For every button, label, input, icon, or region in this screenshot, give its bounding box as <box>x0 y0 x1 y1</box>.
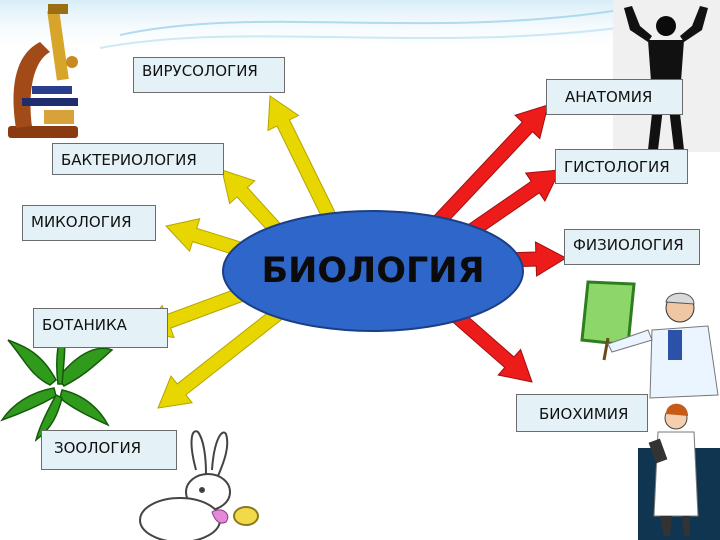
branch-mycology-label: МИКОЛОГИЯ <box>31 213 132 231</box>
plant-icon <box>0 324 114 442</box>
branch-biochemistry: БИОХИМИЯ <box>516 394 648 432</box>
arrow-virology <box>267 95 337 222</box>
branch-anatomy-label: АНАТОМИЯ <box>565 88 653 106</box>
arrow-zoology <box>157 297 296 409</box>
branch-physiology-label: ФИЗИОЛОГИЯ <box>573 236 684 254</box>
arrow-anatomy <box>432 104 549 228</box>
arrow-histology <box>465 169 561 239</box>
microscope-icon <box>8 4 78 138</box>
branch-histology: ГИСТОЛОГИЯ <box>555 149 688 184</box>
person-silhouette-icon <box>613 0 720 152</box>
branch-bacteriology: БАКТЕРИОЛОГИЯ <box>52 143 224 175</box>
center-label: БИОЛОГИЯ <box>261 251 484 291</box>
arrows-right <box>432 104 568 383</box>
branch-virology: ВИРУСОЛОГИЯ <box>133 57 285 93</box>
background-waves <box>0 0 720 55</box>
branch-zoology: ЗООЛОГИЯ <box>41 430 177 470</box>
teacher-icon <box>580 280 719 399</box>
branch-histology-label: ГИСТОЛОГИЯ <box>564 158 670 176</box>
branch-bacteriology-label: БАКТЕРИОЛОГИЯ <box>61 151 197 169</box>
branch-biochemistry-label: БИОХИМИЯ <box>539 405 629 423</box>
branch-botany: БОТАНИКА <box>33 308 168 348</box>
branch-mycology: МИКОЛОГИЯ <box>22 205 156 241</box>
branch-botany-label: БОТАНИКА <box>42 316 127 334</box>
branch-physiology: ФИЗИОЛОГИЯ <box>564 229 700 265</box>
doctor-icon <box>638 403 720 540</box>
center-ellipse <box>222 210 524 332</box>
branch-anatomy: АНАТОМИЯ <box>546 79 683 115</box>
rabbit-icon <box>139 430 259 540</box>
branch-zoology-label: ЗООЛОГИЯ <box>54 439 142 457</box>
branch-virology-label: ВИРУСОЛОГИЯ <box>142 62 258 80</box>
